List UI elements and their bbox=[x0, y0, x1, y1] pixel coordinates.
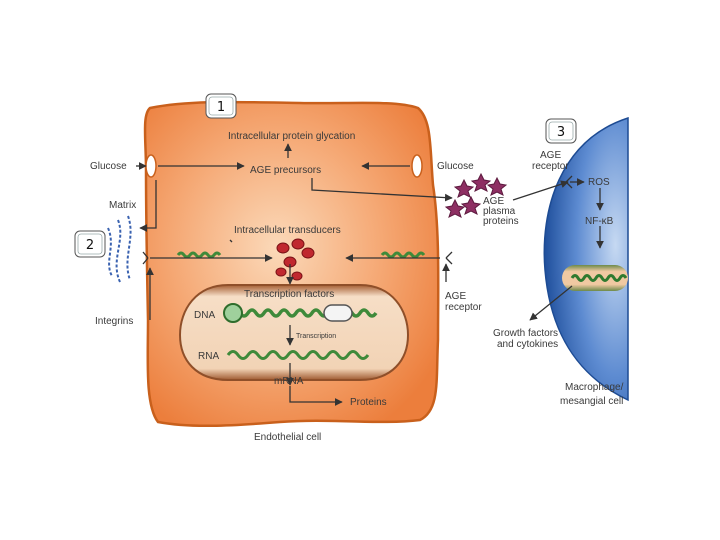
integrin-receptor bbox=[142, 251, 149, 265]
label-macrophage-1: Macrophage/ bbox=[565, 382, 624, 393]
label-age-receptor-right-1: AGE bbox=[540, 150, 561, 161]
intracellular-transducers bbox=[275, 238, 315, 281]
label-transcription-factors: Transcription factors bbox=[244, 289, 334, 300]
label-dna: DNA bbox=[194, 310, 215, 321]
badge-2: 2 bbox=[74, 230, 106, 258]
label-transcription: Transcription bbox=[296, 333, 336, 340]
receptor-signal-coil bbox=[380, 251, 426, 259]
label-matrix: Matrix bbox=[109, 200, 136, 211]
label-intracellular-glycation: Intracellular protein glycation bbox=[228, 131, 355, 142]
glucose-channel-right bbox=[411, 154, 423, 178]
macrophage-dna bbox=[570, 274, 628, 282]
label-endothelial-cell: Endothelial cell bbox=[254, 432, 321, 443]
label-nfkb: NF-κB bbox=[585, 216, 614, 227]
label-age-precursors: AGE precursors bbox=[250, 165, 321, 176]
label-age-plasma-3: proteins bbox=[483, 216, 519, 227]
badge-1-text: 1 bbox=[217, 100, 225, 115]
badge-3: 3 bbox=[545, 118, 577, 144]
label-age-receptor-left-1: AGE bbox=[445, 291, 466, 302]
nucleus bbox=[178, 284, 410, 381]
arrows bbox=[136, 143, 604, 406]
label-age-receptor-left-2: receptor bbox=[445, 302, 482, 313]
rna-strand bbox=[226, 350, 370, 360]
glucose-channel-left bbox=[145, 154, 157, 178]
label-macrophage-2: mesangial cell bbox=[560, 396, 623, 407]
label-proteins: Proteins bbox=[350, 397, 387, 408]
label-mrna: mRNA bbox=[274, 376, 304, 387]
badge-2-text: 2 bbox=[86, 238, 94, 253]
age-receptor-endothelial bbox=[445, 251, 453, 265]
transcription-factor-bound bbox=[223, 303, 243, 323]
label-glucose-left: Glucose bbox=[90, 161, 127, 172]
label-age-plasma-2: plasma bbox=[483, 206, 516, 217]
macrophage-cell bbox=[543, 116, 629, 402]
label-integrins: Integrins bbox=[95, 316, 133, 327]
endothelial-cell bbox=[143, 100, 440, 428]
matrix-fibers bbox=[107, 215, 132, 283]
integrin-signal-coil bbox=[176, 251, 222, 259]
label-age-receptor-right-2: receptor bbox=[532, 161, 569, 172]
label-ros: ROS bbox=[588, 177, 610, 188]
label-rna: RNA bbox=[198, 351, 219, 362]
rna-polymerase bbox=[323, 304, 353, 322]
label-growth-1: Growth factors bbox=[493, 328, 558, 339]
label-growth-2: and cytokines bbox=[497, 339, 558, 350]
age-plasma-proteins bbox=[444, 172, 508, 218]
badge-1: 1 bbox=[205, 93, 237, 119]
label-age-plasma-1: AGE bbox=[483, 196, 504, 207]
label-intracellular-transducers: Intracellular transducers bbox=[234, 225, 341, 236]
label-glucose-right: Glucose bbox=[437, 161, 474, 172]
badge-3-text: 3 bbox=[557, 125, 565, 140]
